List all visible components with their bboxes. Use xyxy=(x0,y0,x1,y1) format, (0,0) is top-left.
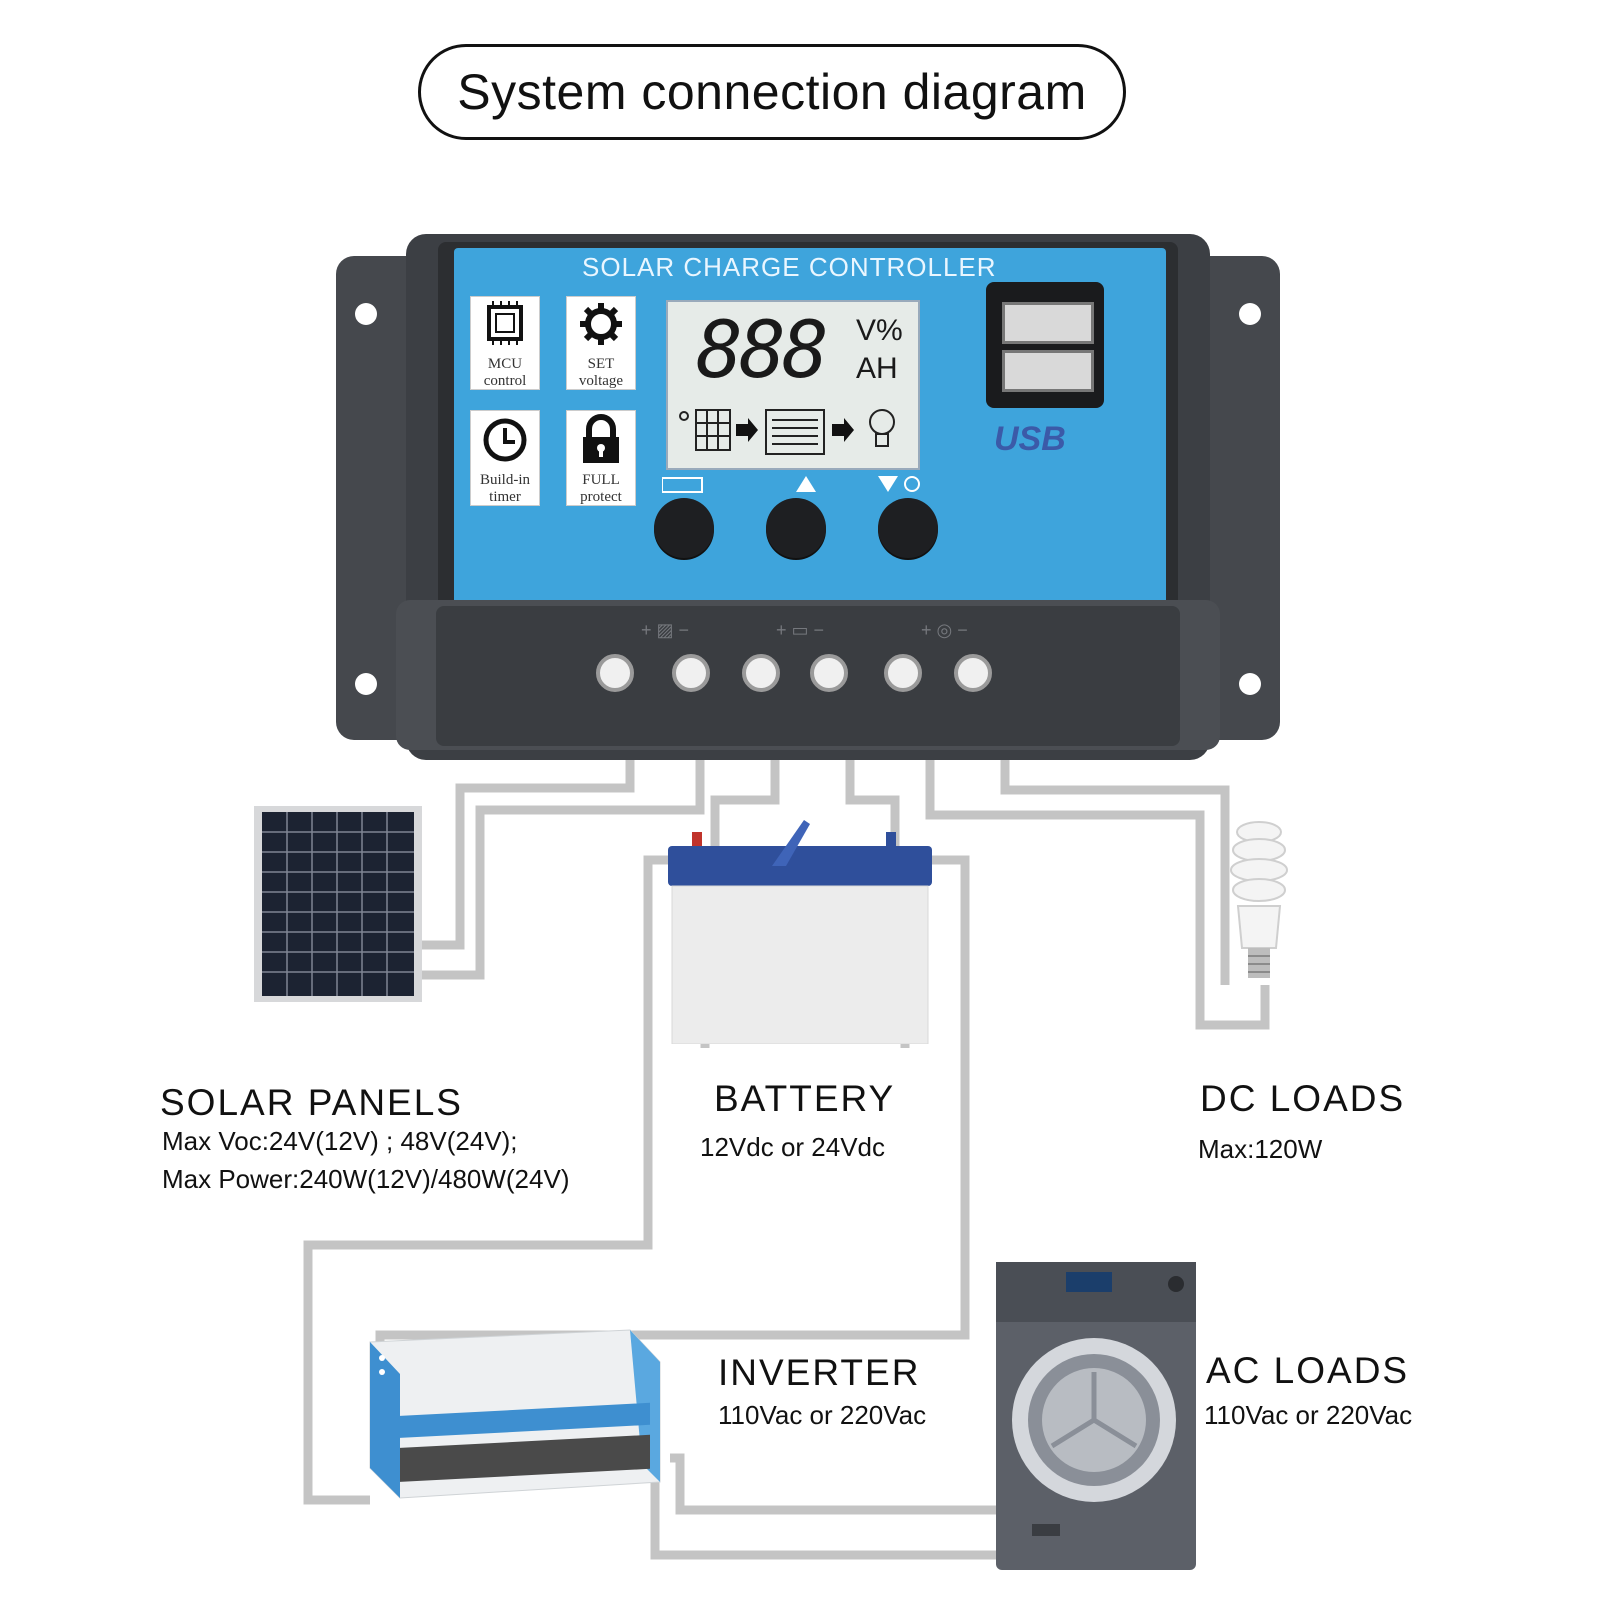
terminal-solar-positive xyxy=(596,654,634,692)
solar-panels-voc: Max Voc:24V(12V) ; 48V(24V); xyxy=(162,1126,518,1156)
battery-voltage: 12Vdc or 24Vdc xyxy=(700,1132,886,1162)
lock-icon xyxy=(583,414,619,463)
down-arrow-icon xyxy=(878,476,898,492)
wire-load-positive xyxy=(925,742,1270,1030)
tile-build-in-timer: Build-in timer xyxy=(470,410,540,506)
tile-set-voltage: SET voltage xyxy=(566,296,636,390)
terminal-load-negative xyxy=(954,654,992,692)
tile-label-line2: timer xyxy=(489,489,521,505)
svg-text:+ ◎ −: + ◎ − xyxy=(921,620,968,640)
tile-mcu-control: MCU control xyxy=(470,296,540,390)
terminal-row xyxy=(596,654,1216,694)
usb-port-2[interactable] xyxy=(1002,350,1094,392)
diagram-title: System connection diagram xyxy=(418,44,1126,140)
tile-label-line2: protect xyxy=(580,489,622,505)
usb-ports xyxy=(986,282,1104,408)
menu-legend-icon xyxy=(662,477,703,493)
solar-panel-image xyxy=(254,806,422,1002)
usb-port-1[interactable] xyxy=(1002,302,1094,344)
lcd-arrow-icon xyxy=(736,418,758,442)
up-arrow-icon xyxy=(796,476,816,492)
tile-label-line1: FULL xyxy=(582,472,620,488)
chip-icon xyxy=(487,301,523,345)
lcd-battery-icon xyxy=(765,409,825,455)
usb-label: USB xyxy=(994,420,1066,458)
terminal-load-positive xyxy=(884,654,922,692)
dc-loads-title: DC LOADS xyxy=(1200,1078,1406,1119)
washing-machine-image xyxy=(996,1262,1196,1570)
lcd-unit-bottom: AH xyxy=(856,352,898,385)
clock-icon xyxy=(483,418,527,462)
tile-label-line2: voltage xyxy=(578,373,624,389)
wire-battery-positive xyxy=(710,742,780,855)
down-light-button[interactable] xyxy=(878,498,938,558)
cfl-bulb-image xyxy=(1230,821,1288,978)
ac-loads-voltage: 110Vac or 220Vac xyxy=(1204,1400,1413,1430)
lcd-arrow-icon xyxy=(832,418,854,442)
wire-solar-positive xyxy=(420,742,635,950)
controller-header: SOLAR CHARGE CONTROLLER xyxy=(582,252,997,282)
lcd-flow-icons xyxy=(679,409,895,455)
wire-battery-negative xyxy=(845,742,900,855)
lcd-solar-icon xyxy=(679,409,731,451)
terminal-battery-positive xyxy=(742,654,780,692)
tile-label-line1: SET xyxy=(587,356,615,372)
wire-solar-negative xyxy=(420,742,705,980)
svg-text:+ ▨ −: + ▨ − xyxy=(641,620,689,640)
solar-panels-title: SOLAR PANELS xyxy=(160,1082,463,1123)
battery-image xyxy=(668,820,932,1044)
lcd-digits: 888 xyxy=(696,306,829,396)
inverter-title: INVERTER xyxy=(718,1352,921,1393)
diagram-title-text: System connection diagram xyxy=(457,64,1087,120)
inverter-voltage: 110Vac or 220Vac xyxy=(718,1400,927,1430)
solar-panels-power: Max Power:240W(12V)/480W(24V) xyxy=(162,1164,570,1194)
wire-load-negative xyxy=(1000,742,1230,985)
button-legend xyxy=(662,476,920,493)
terminal-solar-negative xyxy=(672,654,710,692)
wire-ac-b xyxy=(650,1470,998,1560)
up-button[interactable] xyxy=(766,498,826,558)
bulb-small-icon xyxy=(904,476,920,492)
terminal-battery-negative xyxy=(810,654,848,692)
battery-title: BATTERY xyxy=(714,1078,896,1119)
gear-icon xyxy=(580,303,622,345)
dc-loads-max: Max:120W xyxy=(1198,1134,1323,1164)
tile-label-line1: MCU xyxy=(487,356,523,372)
inverter-image xyxy=(369,1329,661,1499)
svg-text:+ ▭ −: + ▭ − xyxy=(776,620,824,640)
lcd-bulb-icon xyxy=(869,409,895,447)
lcd-display: 888 V% AH xyxy=(666,300,920,470)
tile-full-protect: FULL protect xyxy=(566,410,636,506)
menu-button[interactable] xyxy=(654,498,714,558)
tile-label-line2: control xyxy=(483,373,527,389)
wire-ac-a xyxy=(670,1453,998,1515)
lcd-unit-top: V% xyxy=(856,314,903,347)
tile-label-line1: Build-in xyxy=(479,472,530,488)
ac-loads-title: AC LOADS xyxy=(1206,1350,1410,1391)
